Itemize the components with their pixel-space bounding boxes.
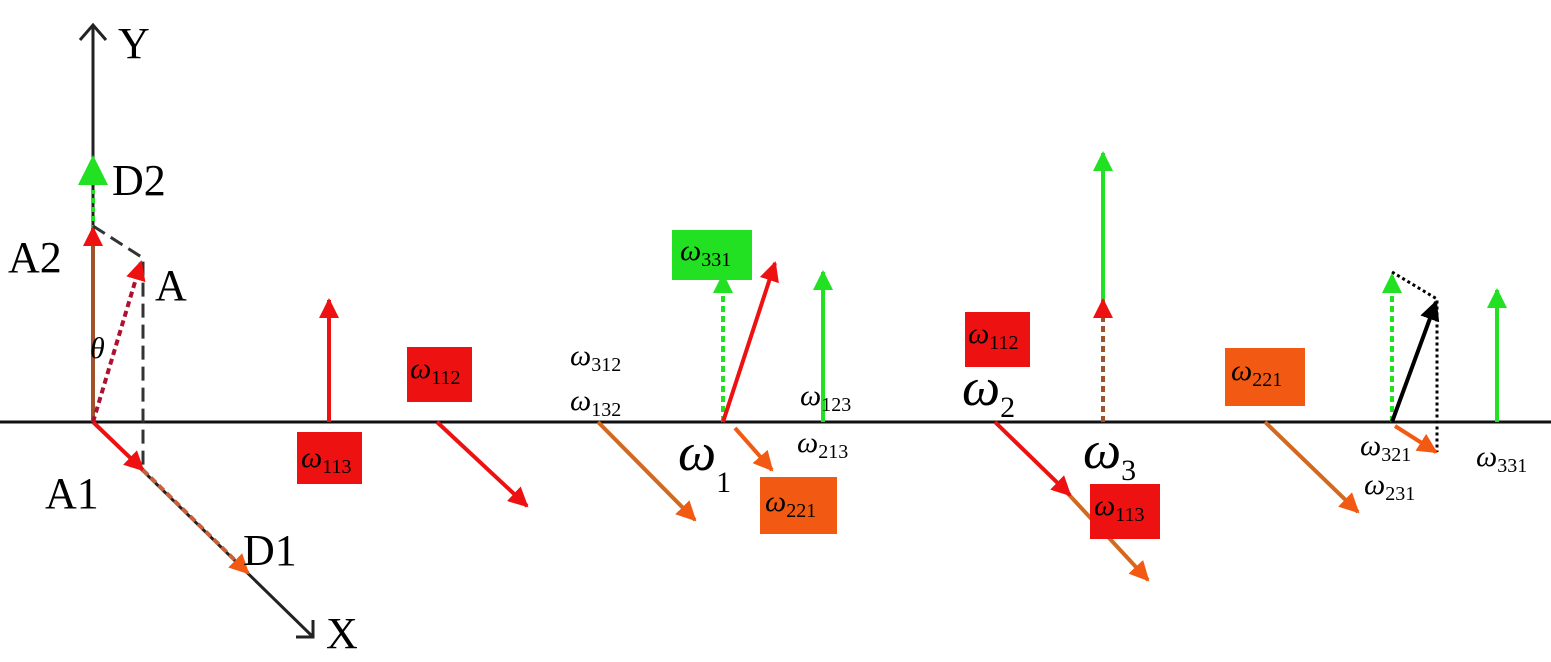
omega-112-box (407, 347, 472, 402)
omega-112-label: ω112 (410, 352, 460, 389)
orange-short-arrow (733, 426, 774, 472)
omega-221-box-2 (1225, 348, 1305, 406)
omega-221-box (760, 477, 837, 534)
orange-diagonal-arrow (596, 420, 697, 522)
omega-331-label: ω331 (680, 234, 731, 271)
omega-231-label: ω231 (1364, 468, 1415, 505)
omega-113-label-2: ω113 (1094, 489, 1144, 526)
y-axis-label: Y (118, 19, 150, 68)
orange-short-arrow-2 (1393, 424, 1438, 454)
omega-221-label: ω221 (765, 485, 816, 522)
omega-113-box (297, 432, 362, 484)
omega-113-box-2 (1090, 484, 1160, 539)
omega-2-label: ω2 (962, 357, 1015, 424)
red-diagonal-arrow-2 (993, 420, 1072, 497)
omega-1-label: ω1 (678, 422, 731, 499)
omega-112-box-2 (965, 312, 1030, 367)
omega-331-box (672, 230, 752, 280)
a-vector (91, 260, 146, 423)
x-axis-label: X (326, 609, 358, 658)
omega-123-label: ω123 (800, 379, 851, 416)
omega-331-label-2: ω331 (1476, 440, 1527, 477)
d2-arrowhead (78, 155, 108, 185)
omega-312-label: ω312 (570, 339, 621, 376)
a-label: A (155, 261, 187, 310)
d1-label: D1 (243, 526, 297, 575)
d2-label: D2 (112, 156, 166, 205)
omega-321-label: ω321 (1360, 429, 1411, 466)
omega-132-label: ω132 (570, 384, 621, 421)
a2-label: A2 (8, 233, 62, 282)
omega-221-label-2: ω221 (1231, 354, 1282, 391)
omega-112-label-2: ω112 (968, 317, 1018, 354)
omega-3-label: ω3 (1083, 420, 1136, 487)
black-resultant-arrow (1390, 300, 1440, 423)
d1-vector (141, 468, 250, 575)
projection-dashed-line (92, 224, 145, 470)
orange-diagonal-arrow-2 (1263, 420, 1360, 514)
a1-label: A1 (45, 469, 99, 518)
red-resultant-arrow (721, 261, 779, 423)
theta-label: θ (90, 332, 105, 365)
omega-213-label: ω213 (797, 426, 848, 463)
red-diagonal-arrow (435, 420, 529, 508)
omega-113-label: ω113 (301, 441, 351, 478)
a1-vector (91, 420, 145, 472)
